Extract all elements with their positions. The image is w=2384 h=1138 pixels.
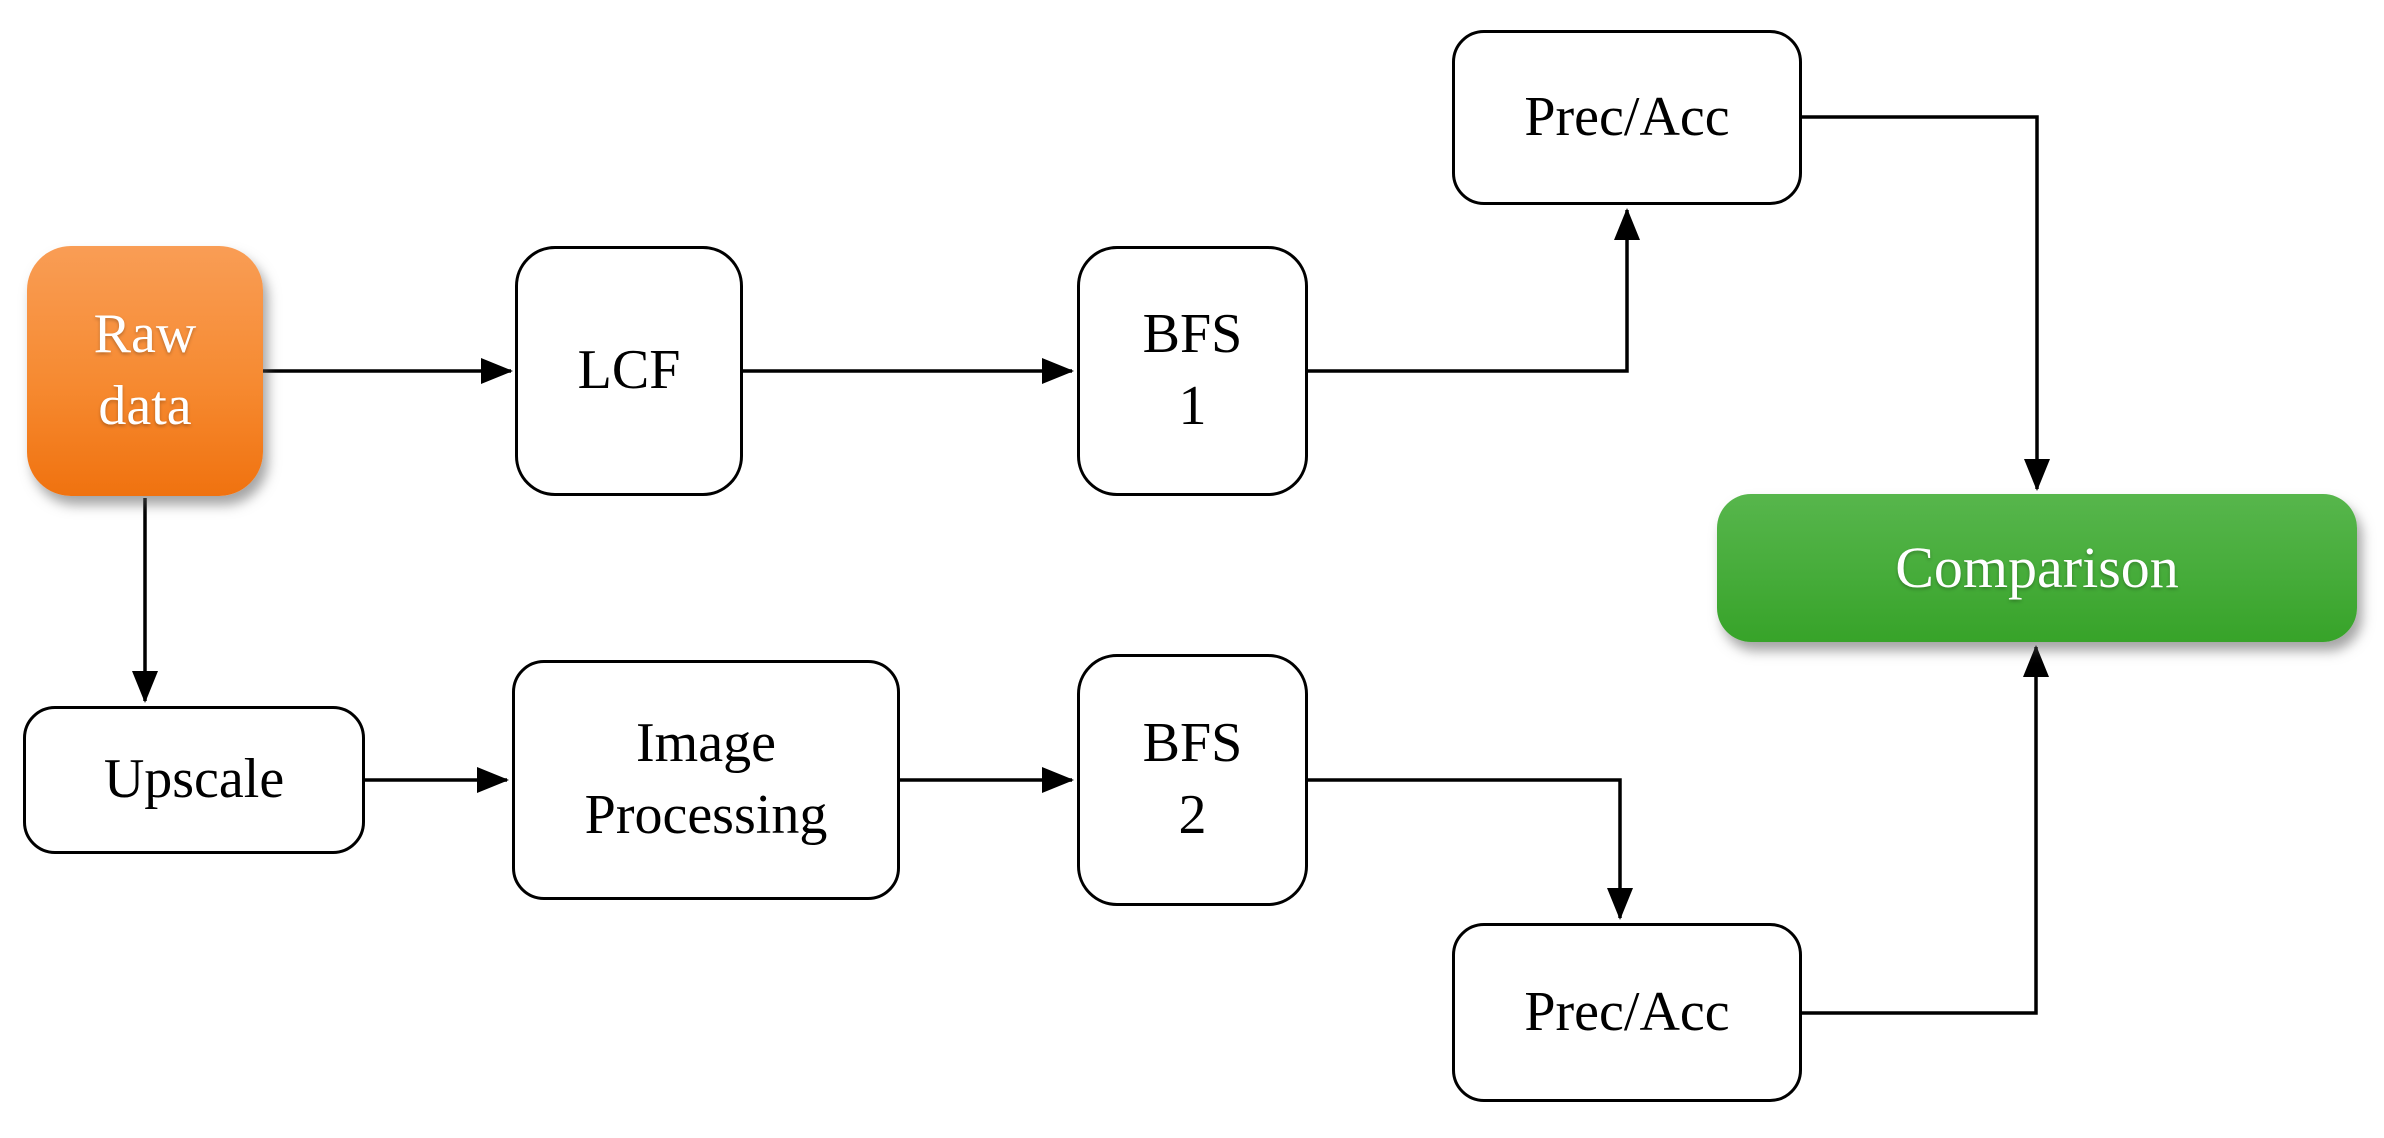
edge-bfs2-to-prec-acc-bottom (1308, 778, 1633, 920)
node-upscale-label: Upscale (103, 748, 285, 811)
node-bfs1: BFS 1 (1077, 246, 1308, 496)
node-prec-acc-top-label: Prec/Acc (1524, 85, 1730, 148)
node-comparison: Comparison (1717, 494, 2357, 642)
node-lcf-label: LCF (577, 339, 681, 402)
node-bfs1-label: BFS 1 (1142, 303, 1243, 437)
edge-prec-acc-top-to-comparison (1802, 115, 2050, 491)
node-image-processing-label: Image Processing (584, 712, 828, 846)
node-image-processing: Image Processing (512, 660, 900, 900)
edge-prec-acc-bottom-to-comparison (1802, 645, 2049, 1015)
node-lcf: LCF (515, 246, 743, 496)
node-comparison-label: Comparison (1895, 534, 2179, 600)
node-upscale: Upscale (23, 706, 365, 854)
node-bfs2: BFS 2 (1077, 654, 1308, 906)
node-prec-acc-bottom: Prec/Acc (1452, 923, 1802, 1102)
node-prec-acc-bottom-label: Prec/Acc (1524, 980, 1730, 1043)
node-raw-data-label: Raw data (93, 303, 197, 437)
edge-bfs1-to-prec-acc-top (1308, 208, 1640, 373)
node-raw-data: Raw data (27, 246, 263, 496)
node-prec-acc-top: Prec/Acc (1452, 30, 1802, 205)
node-bfs2-label: BFS 2 (1142, 712, 1243, 846)
